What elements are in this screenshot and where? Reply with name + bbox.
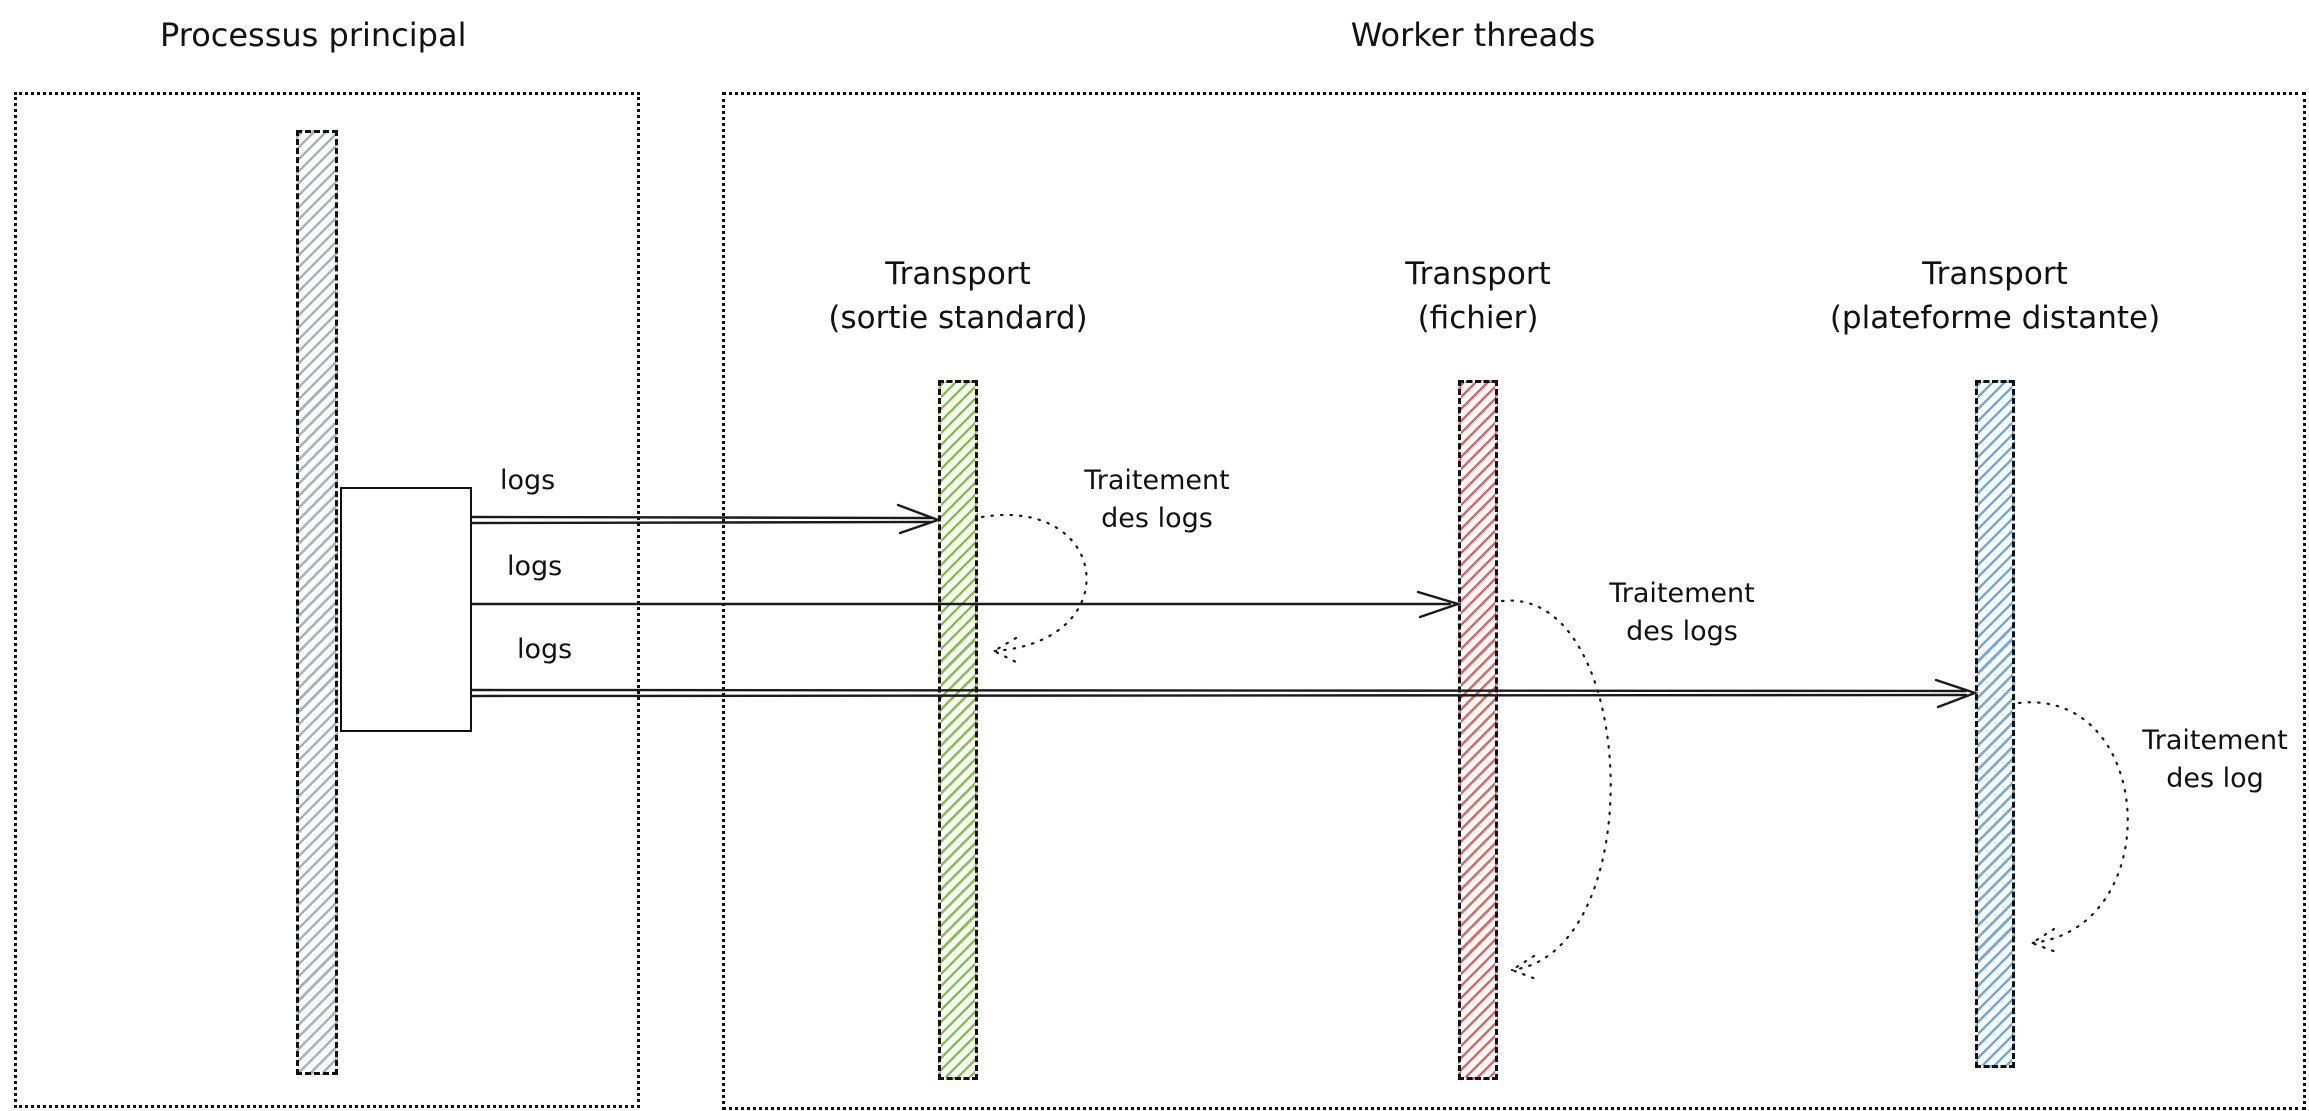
message-label-logs-1: logs <box>500 465 556 496</box>
lifeline-transport-file <box>1458 380 1498 1080</box>
transport-remote-title: Transport (plateforme distante) <box>1829 256 2161 336</box>
worker-threads-group-box <box>722 92 2306 1110</box>
lifeline-main-process <box>296 130 338 1075</box>
main-process-group-title: Processus principal <box>160 16 467 54</box>
message-label-logs-2: logs <box>507 551 563 582</box>
transport-stdout-title: Transport (sortie standard) <box>828 256 1088 336</box>
main-process-group-box <box>14 92 640 1108</box>
worker-threads-group-title: Worker threads <box>1350 16 1596 54</box>
message-label-logs-3: logs <box>517 634 573 665</box>
transport-file-title: Transport (fichier) <box>1405 256 1551 336</box>
loop-label-stdout: Traitement des logs <box>1084 465 1230 534</box>
lifeline-transport-remote <box>1975 380 2015 1068</box>
activation-bar <box>340 487 472 732</box>
loop-label-file: Traitement des logs <box>1609 578 1755 647</box>
loop-label-remote: Traitement des log <box>2142 725 2288 794</box>
lifeline-transport-stdout <box>938 380 978 1080</box>
